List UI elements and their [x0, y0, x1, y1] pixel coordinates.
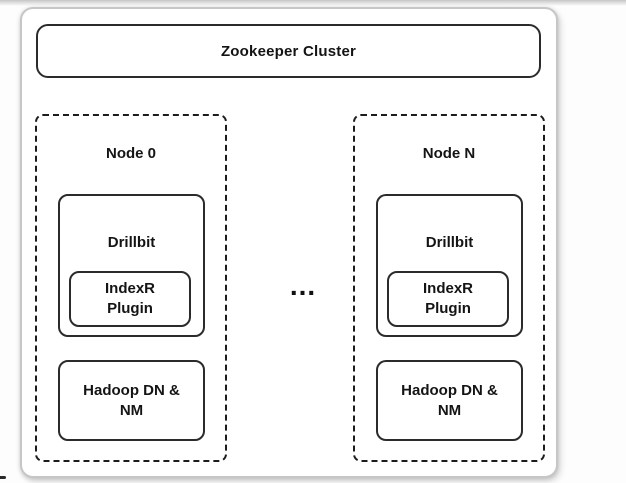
node-0-indexr-plugin-line2: Plugin: [107, 300, 153, 317]
node-0-hadoop-line2: NM: [119, 401, 144, 419]
node-n-indexr-plugin-line2: Plugin: [425, 300, 471, 317]
node-0-drillbit-box: Drillbit IndexR Plugin: [58, 194, 205, 337]
node-0-drillbit-label: Drillbit: [107, 234, 156, 251]
node-n-drillbit-label: Drillbit: [425, 234, 474, 251]
zookeeper-cluster-box: Zookeeper Cluster: [36, 24, 541, 78]
node-0-hadoop-line1: Hadoop DN &: [83, 381, 180, 399]
node-n-indexr-plugin-line1: IndexR: [422, 280, 473, 297]
node-0-hadoop-box: Hadoop DN & NM: [58, 360, 205, 441]
edge-artifact: [0, 476, 6, 479]
node-n-hadoop-line2: NM: [437, 401, 462, 419]
node-n-hadoop-box: Hadoop DN & NM: [376, 360, 523, 441]
node-0-indexr-plugin-box: IndexR Plugin: [69, 271, 191, 327]
node-n-box: Node N Drillbit IndexR Plugin Hadoop DN …: [353, 114, 545, 462]
node-0-indexr-plugin-line1: IndexR: [104, 280, 155, 297]
top-shadow-edge: [0, 0, 626, 6]
node-n-indexr-plugin-box: IndexR Plugin: [387, 271, 509, 327]
zookeeper-cluster-label: Zookeeper Cluster: [220, 42, 357, 60]
node-n-hadoop-line1: Hadoop DN &: [401, 381, 498, 399]
node-n-drillbit-box: Drillbit IndexR Plugin: [376, 194, 523, 337]
node-0-label: Node 0: [105, 145, 156, 162]
diagram-frame: Zookeeper Cluster Node 0 Drillbit IndexR…: [20, 7, 558, 478]
nodes-ellipsis: ...: [289, 270, 317, 301]
node-0-box: Node 0 Drillbit IndexR Plugin Hadoop DN …: [35, 114, 227, 462]
node-n-label: Node N: [422, 145, 476, 162]
